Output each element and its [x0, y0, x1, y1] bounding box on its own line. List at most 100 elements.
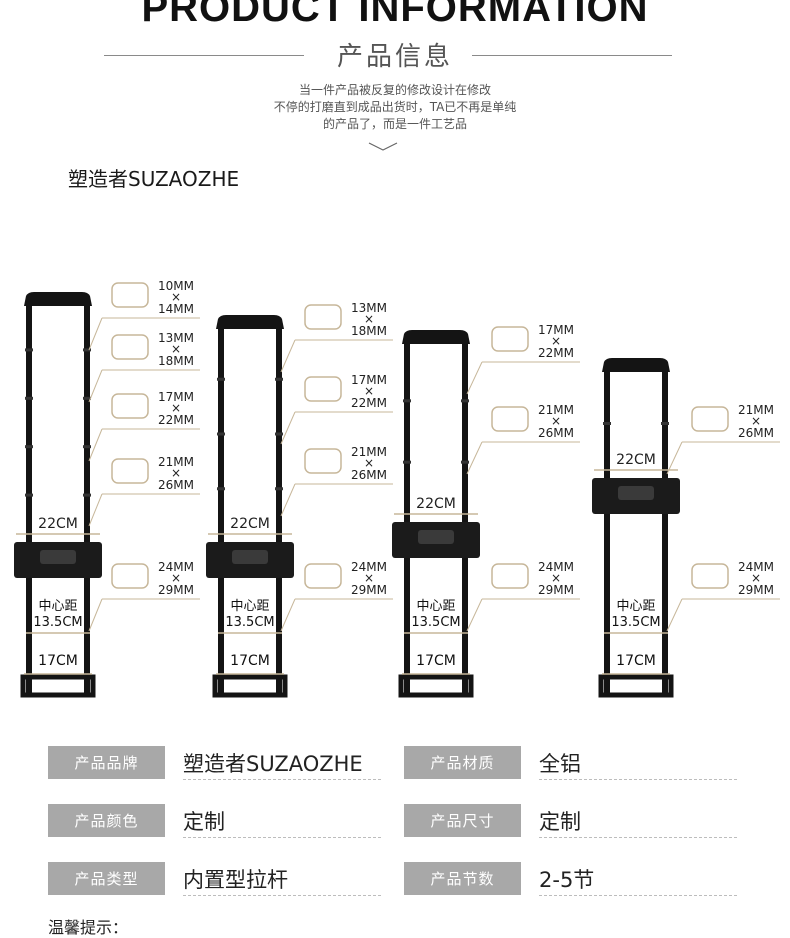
tube-joint: [217, 432, 225, 436]
tube-size-outer: 26MM: [738, 426, 774, 440]
callout-leader: [88, 369, 103, 403]
trolley-rod: [26, 300, 32, 695]
tube-size-outer: 18MM: [351, 324, 387, 338]
tube-profile-icon: [111, 282, 149, 308]
tube-size-outer: 26MM: [538, 426, 574, 440]
tube-size-inner: 17MM: [158, 390, 194, 404]
tube-size-outer: 18MM: [158, 354, 194, 368]
tube-profile-icon: [111, 458, 149, 484]
tube-size-inner: 21MM: [351, 445, 387, 459]
tube-joint: [275, 487, 283, 491]
lock-button: [40, 550, 76, 564]
tube-joint: [25, 493, 33, 497]
tube-size-outer: 26MM: [351, 468, 387, 482]
trolley-rod: [662, 366, 668, 695]
spec-value: 定制: [183, 810, 225, 834]
tube-joint: [83, 348, 91, 352]
tube-size-outer: 29MM: [738, 583, 774, 597]
tube-joint: [25, 396, 33, 400]
tube-size-outer: 22MM: [351, 396, 387, 410]
tube-size-outer: 26MM: [158, 478, 194, 492]
center-distance-value: 13.5CM: [611, 615, 660, 630]
tube-size-separator: ×: [171, 571, 181, 585]
tube-size-inner: 13MM: [158, 331, 194, 345]
tube-joint: [661, 422, 669, 425]
spec-value: 2-5节: [539, 868, 595, 892]
tube-joint: [83, 396, 91, 400]
base-frame: [212, 674, 288, 698]
tube-size-inner: 17MM: [351, 373, 387, 387]
width-label: 22CM: [38, 516, 78, 532]
footer-note: 温馨提示：: [48, 918, 129, 937]
spec-divider: [183, 895, 381, 896]
top-grip: [24, 292, 92, 306]
trolley-rod: [276, 323, 282, 695]
tube-size-separator: ×: [171, 290, 181, 304]
spec-label: 产品尺寸: [404, 804, 521, 837]
callout-leader: [466, 361, 483, 395]
center-distance-value: 13.5CM: [33, 615, 82, 630]
spec-label: 产品节数: [404, 862, 521, 895]
intro-text: 当一件产品被反复的修改设计在修改 不停的打磨直到成品出货时，TA已不再是单纯 的…: [0, 82, 790, 133]
tube-size-separator: ×: [171, 401, 181, 415]
tube-joint: [217, 377, 225, 381]
tube-profile-icon: [111, 393, 149, 419]
tube-size-inner: 21MM: [538, 403, 574, 417]
tube-profile-icon: [691, 563, 729, 589]
base-frame: [20, 674, 96, 698]
brand-line: 塑造者SUZAOZHE: [68, 167, 240, 191]
tube-size-outer: 29MM: [538, 583, 574, 597]
tube-size-inner: 21MM: [738, 403, 774, 417]
tube-profile-icon: [304, 304, 342, 330]
tube-profile-icon: [304, 448, 342, 474]
center-distance-caption: 中心距: [38, 599, 77, 614]
spec-value: 塑造者SUZAOZHE: [183, 752, 363, 776]
tube-profile-icon: [304, 563, 342, 589]
tube-size-outer: 22MM: [158, 413, 194, 427]
callout-leader: [88, 317, 103, 351]
trolley-handles-diagram: 22CM中心距13.5CM17CM10MM×14MM13MM×18MM17MM×…: [14, 279, 780, 698]
tube-size-inner: 21MM: [158, 455, 194, 469]
tube-size-inner: 17MM: [538, 323, 574, 337]
callout-leader: [280, 598, 296, 632]
bottom-width-label: 17CM: [416, 653, 456, 669]
width-label: 22CM: [616, 452, 656, 468]
tube-size-outer: 14MM: [158, 302, 194, 316]
lock-button: [418, 530, 454, 544]
width-label: 22CM: [230, 516, 270, 532]
tube-size-outer: 22MM: [538, 346, 574, 360]
tube-profile-icon: [304, 376, 342, 402]
top-grip: [602, 358, 670, 372]
tube-size-separator: ×: [364, 571, 374, 585]
title-cn: 产品信息: [336, 42, 453, 72]
tube-size-inner: 24MM: [158, 560, 194, 574]
tube-size-inner: 10MM: [158, 279, 194, 293]
tube-profile-icon: [491, 326, 529, 352]
title-divider-right: [472, 55, 672, 56]
tube-joint: [275, 377, 283, 381]
tube-size-separator: ×: [364, 312, 374, 326]
lock-button: [232, 550, 268, 564]
tube-size-separator: ×: [751, 414, 761, 428]
intro-line: 不停的打磨直到成品出货时，TA已不再是单纯: [273, 100, 517, 114]
callout-leader: [88, 493, 103, 527]
spec-label: 产品品牌: [48, 746, 165, 779]
tube-size-separator: ×: [751, 571, 761, 585]
callout-leader: [88, 428, 103, 462]
chevron-down-icon: [368, 142, 398, 151]
width-label: 22CM: [416, 496, 456, 512]
intro-line: 的产品了，而是一件工艺品: [322, 117, 467, 131]
spec-value: 内置型拉杆: [183, 868, 288, 892]
tube-joint: [83, 493, 91, 497]
center-distance-caption: 中心距: [416, 599, 455, 614]
tube-size-separator: ×: [551, 414, 561, 428]
tube-joint: [275, 432, 283, 436]
tube-size-separator: ×: [364, 456, 374, 470]
tube-joint: [25, 445, 33, 449]
trolley-rod: [462, 338, 468, 695]
bottom-width-label: 17CM: [616, 653, 656, 669]
tube-size-inner: 24MM: [538, 560, 574, 574]
top-grip: [402, 330, 470, 344]
bottom-width-label: 17CM: [38, 653, 78, 669]
callout-leader: [280, 339, 296, 373]
